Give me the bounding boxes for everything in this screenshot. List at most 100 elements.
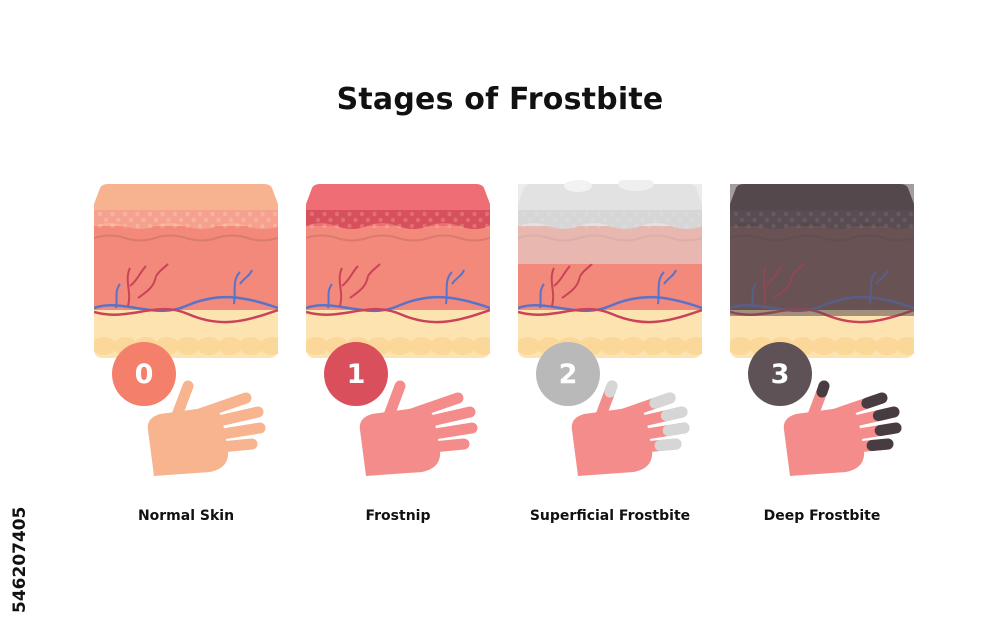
cell-dot xyxy=(384,223,390,229)
cell-dot xyxy=(372,223,377,229)
cell-dot xyxy=(110,211,115,217)
fat-cell xyxy=(197,337,221,355)
fat-cell xyxy=(833,337,857,355)
fat-cell xyxy=(94,337,116,355)
cell-dot xyxy=(203,217,209,223)
cell-dot xyxy=(440,217,446,223)
cell-dot xyxy=(315,217,321,223)
cell-dot xyxy=(141,217,146,223)
cell-dot xyxy=(472,223,477,229)
stage-number-badge: 0 xyxy=(112,342,176,406)
fingertip xyxy=(874,422,902,437)
cell-dot xyxy=(447,211,452,217)
vein xyxy=(306,295,490,313)
fat-cell xyxy=(451,337,475,355)
fingertip xyxy=(654,438,682,452)
fat-cell xyxy=(472,337,490,355)
stage-label: Deep Frostbite xyxy=(763,508,881,524)
cell-dot xyxy=(160,223,165,229)
cell-dot xyxy=(172,211,178,217)
artery xyxy=(518,307,702,324)
cell-dot xyxy=(241,217,246,223)
cell-dot xyxy=(185,223,190,229)
cell-dot xyxy=(422,223,427,229)
hand-icon xyxy=(147,380,266,476)
stage-superficial-frostbite: 2 Superficial Frostbite xyxy=(518,180,702,540)
capillary xyxy=(338,263,381,307)
page-title: Stages of Frostbite xyxy=(336,82,664,117)
cell-dot xyxy=(216,217,221,223)
finger xyxy=(188,392,252,422)
fat-cell xyxy=(621,337,645,355)
fingertip xyxy=(866,438,894,452)
cell-dot xyxy=(347,211,352,217)
cell-dot xyxy=(334,211,340,217)
fat-cell xyxy=(176,337,200,355)
finger xyxy=(412,406,476,430)
cell-dot xyxy=(340,217,346,223)
cell-dot xyxy=(166,217,171,223)
cell-dot xyxy=(178,217,184,223)
fat-cell xyxy=(854,337,878,355)
cell-dot xyxy=(222,223,228,229)
finger xyxy=(204,422,266,442)
finger xyxy=(416,422,478,442)
cell-dot xyxy=(97,223,103,229)
ice-blister xyxy=(618,180,654,191)
stage-label: Frostnip xyxy=(365,508,431,524)
cell-dot xyxy=(260,223,265,229)
cell-dot xyxy=(434,211,440,217)
cell-dot xyxy=(135,223,140,229)
cell-dot xyxy=(172,223,178,229)
stock-id-text: 546207405 xyxy=(8,385,30,615)
cell-dot xyxy=(185,211,190,217)
skin-cross-section-icon xyxy=(518,180,702,358)
cell-dot xyxy=(453,217,458,223)
fat-cell xyxy=(684,337,702,355)
cell-dot xyxy=(353,217,358,223)
epidermis-band xyxy=(306,210,490,229)
cell-dot xyxy=(160,211,165,217)
epidermis-band xyxy=(94,210,278,229)
fat-cell xyxy=(239,337,263,355)
finger xyxy=(204,438,258,454)
stage-frostnip: 1 Frostnip xyxy=(306,180,490,540)
cell-dot xyxy=(365,217,371,223)
dermis-boundary xyxy=(94,234,278,242)
frozen-overlay xyxy=(518,184,702,264)
cell-dot xyxy=(372,211,377,217)
capillary xyxy=(115,269,253,309)
vein xyxy=(94,295,278,313)
fat-cell xyxy=(388,337,412,355)
fingertip xyxy=(872,406,900,422)
cell-dot xyxy=(247,211,253,217)
stage-number-badge: 2 xyxy=(536,342,600,406)
cell-dot xyxy=(434,223,440,229)
cell-dot xyxy=(122,211,128,217)
capillary xyxy=(539,269,677,309)
cell-dot xyxy=(103,217,109,223)
cell-dot xyxy=(222,211,228,217)
fat-cell xyxy=(260,337,278,355)
skin-cross-section-icon xyxy=(730,184,914,358)
cell-dot xyxy=(210,211,215,217)
stock-id-label: 546207405 xyxy=(10,506,30,613)
cell-dot xyxy=(428,217,433,223)
cell-dot xyxy=(390,217,396,223)
finger xyxy=(200,406,264,430)
vein xyxy=(518,295,702,313)
cell-dot xyxy=(484,223,490,229)
cell-dot xyxy=(322,223,327,229)
capillary xyxy=(550,263,593,307)
cell-dot xyxy=(359,223,365,229)
necrosis-overlay xyxy=(730,184,914,316)
cell-dot xyxy=(397,211,402,217)
fingertip xyxy=(662,422,690,437)
cell-dot xyxy=(328,217,333,223)
fat-cell xyxy=(518,337,540,355)
hand-icon xyxy=(783,380,902,476)
fingertip xyxy=(660,406,688,422)
cell-dot xyxy=(247,223,253,229)
cell-dot xyxy=(97,211,103,217)
cell-dot xyxy=(147,211,153,217)
